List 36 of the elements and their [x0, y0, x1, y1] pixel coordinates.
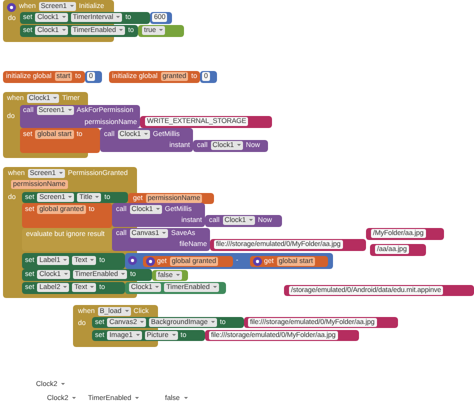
method-call-block	[205, 215, 282, 227]
set-block	[20, 12, 150, 24]
variable-block	[109, 71, 200, 83]
method-call-block	[20, 105, 140, 128]
text-block	[210, 239, 366, 251]
variable-block	[3, 71, 85, 83]
method-call-block	[100, 128, 193, 152]
method-call-block	[112, 203, 205, 227]
text-block	[244, 317, 398, 328]
set-block	[22, 253, 125, 269]
set-block	[22, 269, 152, 281]
number-block	[200, 71, 217, 83]
logic-block	[138, 25, 184, 37]
number-block	[85, 71, 102, 83]
evaluate-block	[22, 228, 112, 251]
text-block	[284, 285, 474, 296]
set-block	[92, 330, 205, 341]
text-block	[140, 116, 272, 128]
set-block	[20, 25, 138, 37]
method-call-block	[193, 140, 268, 152]
set-block	[20, 128, 100, 153]
math-block	[125, 253, 333, 269]
set-block	[22, 192, 128, 203]
number-block	[150, 12, 172, 24]
getter-block	[143, 256, 233, 267]
method-call-block	[112, 228, 210, 251]
set-block	[92, 317, 244, 328]
set-block	[22, 282, 125, 294]
text-block	[370, 244, 426, 256]
text-block	[366, 228, 444, 240]
getter-block	[128, 193, 214, 204]
text-block	[205, 330, 359, 341]
set-block	[22, 203, 112, 228]
getter-block	[125, 282, 226, 294]
logic-block	[152, 270, 188, 281]
getter-block	[250, 256, 328, 267]
